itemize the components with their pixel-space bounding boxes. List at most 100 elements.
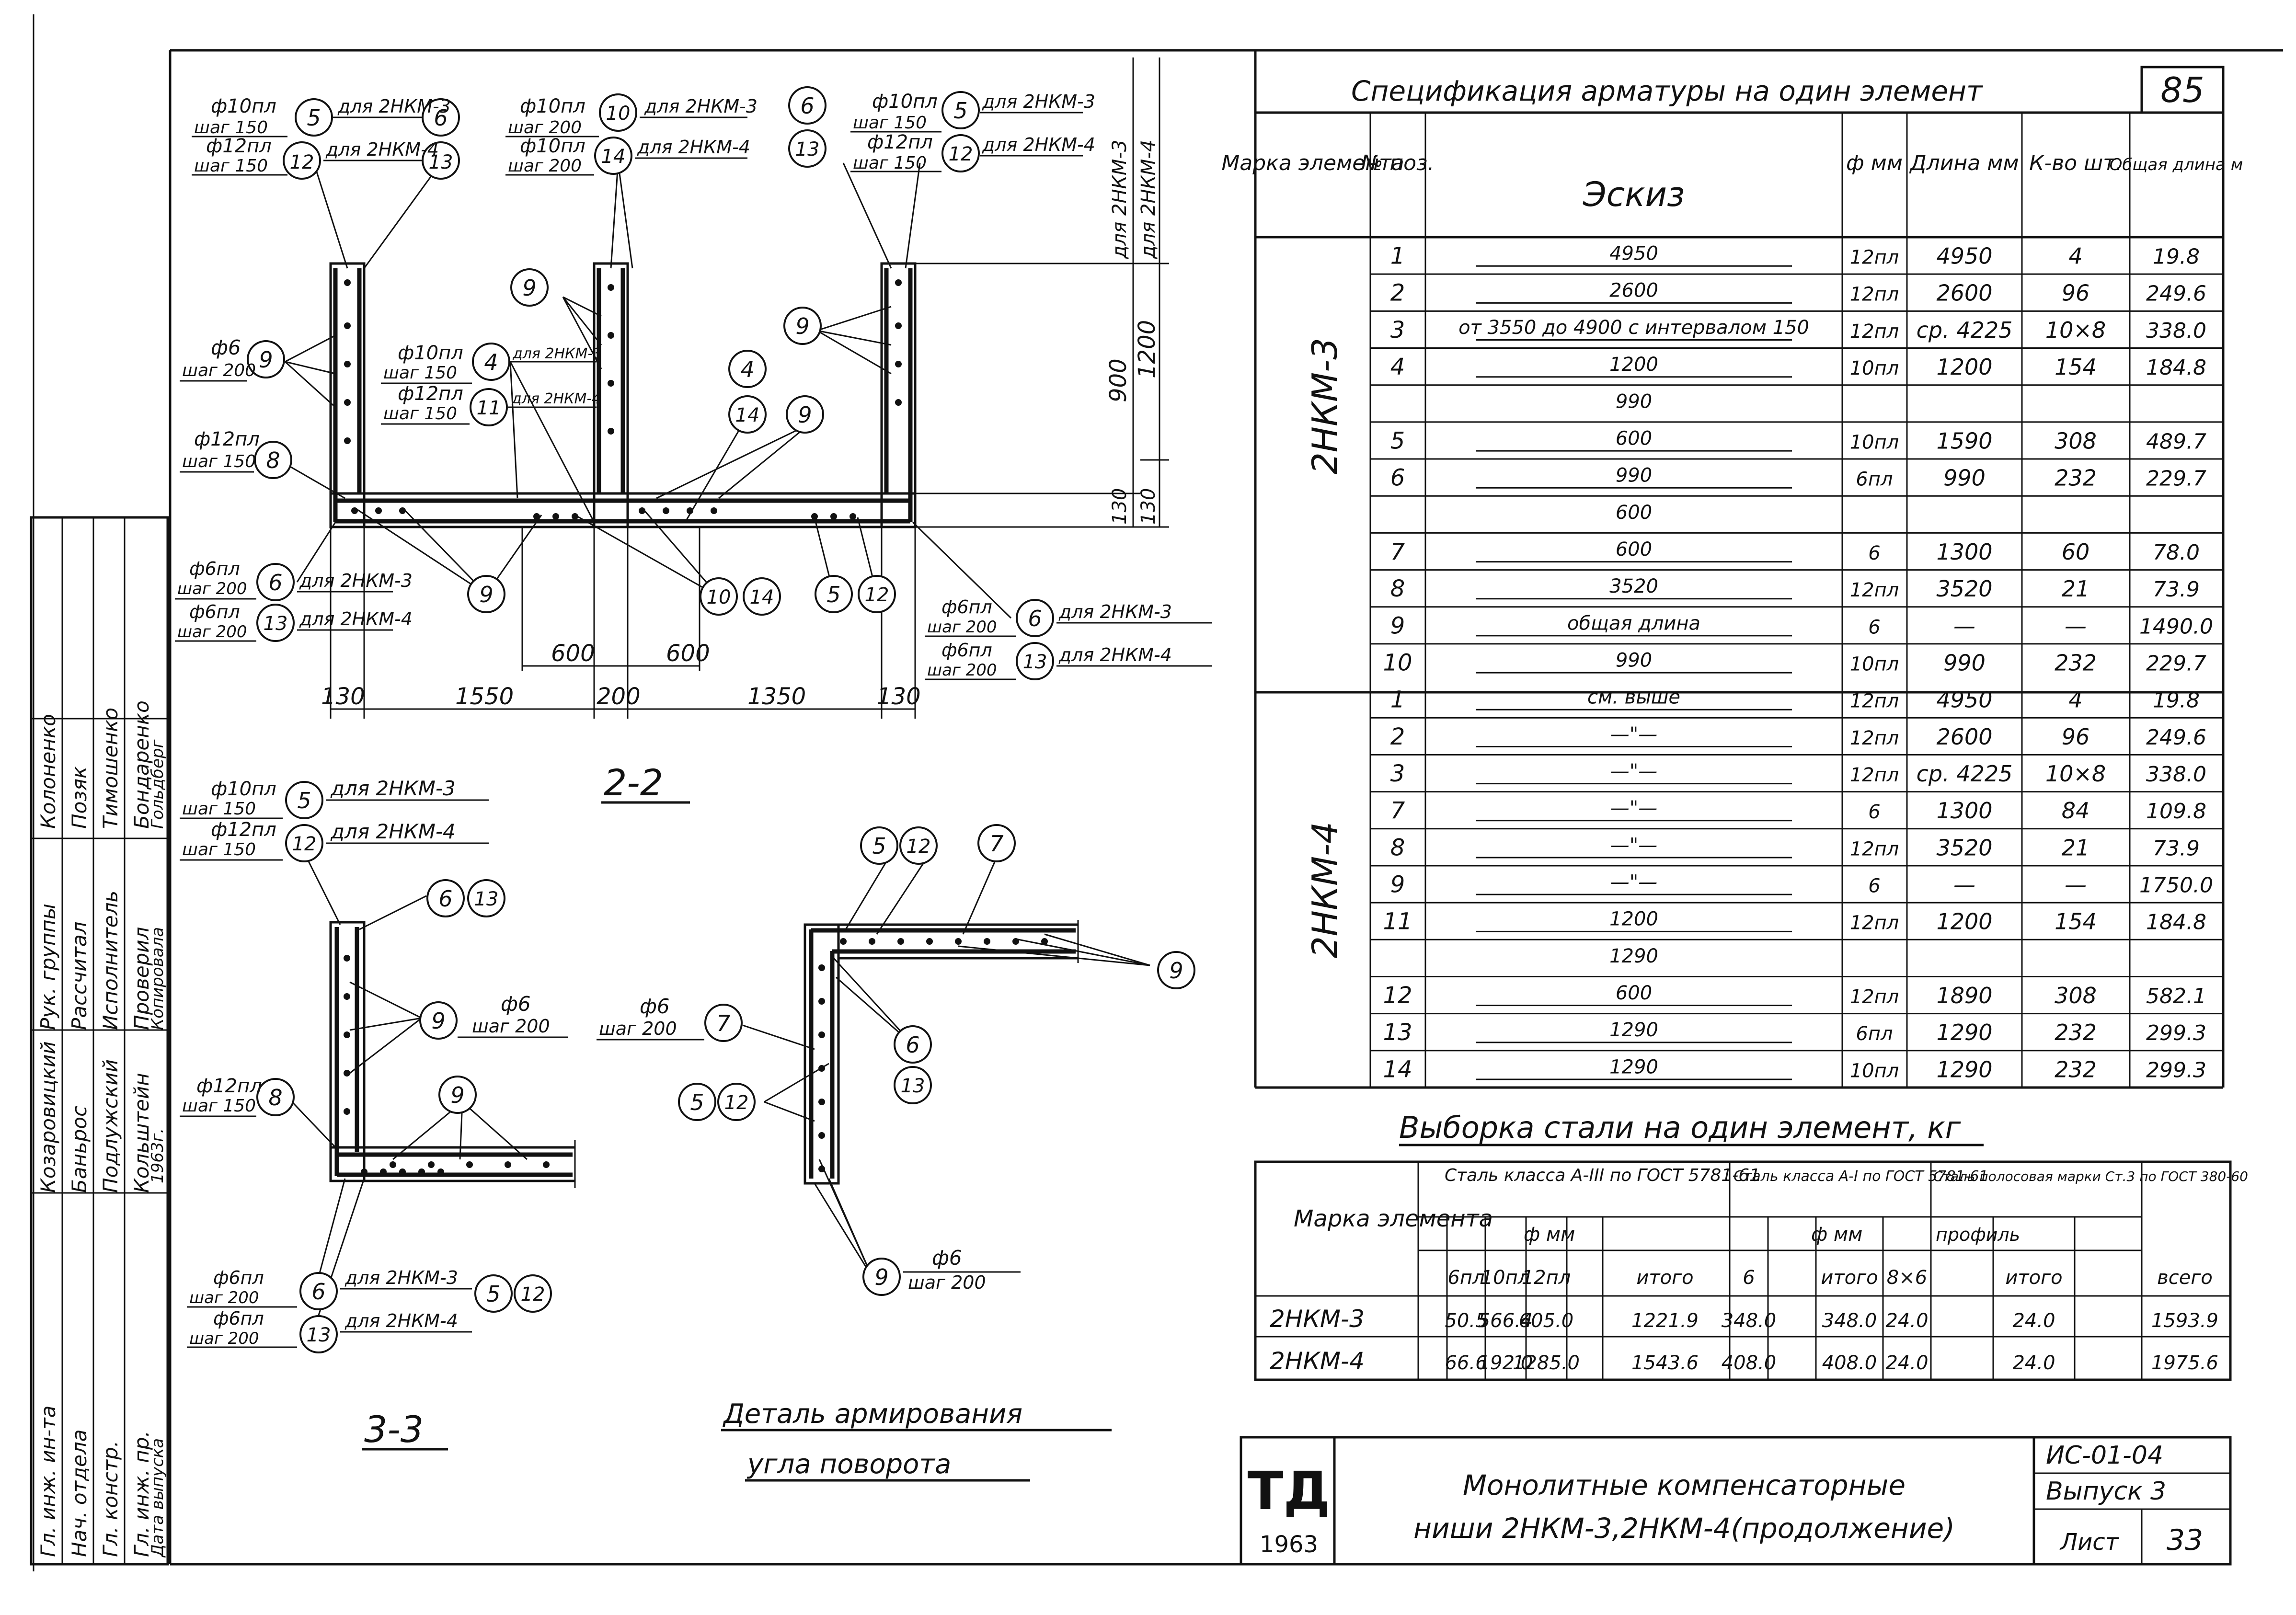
spec-cell-sketch: 600 — [1616, 427, 1652, 449]
signature-block: Гл. инж. ин-та Козаровицкий Рук. группы … — [30, 516, 169, 1566]
spec-h-sketch: Эскиз — [1583, 175, 1685, 214]
dim-for-2nkm4: для 2НКМ-4 — [1137, 140, 1159, 259]
spec-cell-sketch: —"— — [1610, 723, 1657, 745]
spec-cell-sketch: 990 — [1616, 390, 1652, 412]
sig-date-label: Дата выпуска — [148, 1438, 167, 1558]
sig-role-9: Копировала — [148, 927, 167, 1030]
spec-cell-pos: 9 — [1390, 612, 1405, 639]
svg-text:9: 9 — [874, 1264, 888, 1290]
spec-cell-count: 308 — [2055, 983, 2097, 1008]
dim-130-left: 130 — [321, 683, 365, 710]
svg-text:7: 7 — [989, 831, 1003, 857]
spec-cell-total: 109.8 — [2146, 799, 2206, 824]
spec-cell-total: 73.9 — [2153, 836, 2200, 860]
svg-text:шаг 200: шаг 200 — [182, 361, 256, 380]
svg-text:ф6пл: ф6пл — [189, 601, 240, 622]
spec-cell-length: — — [1953, 613, 1975, 639]
sig-name-8: Бондаренко — [130, 700, 153, 829]
steel-subheader: 6пл — [1447, 1267, 1484, 1289]
detail-title-line2: угла поворота — [746, 1449, 951, 1480]
spec-cell-pos: 1 — [1390, 687, 1405, 713]
svg-text:6: 6 — [438, 886, 452, 912]
logo-year: 1963 — [1260, 1531, 1318, 1558]
svg-text:4: 4 — [484, 349, 498, 375]
spec-cell-length: 1890 — [1936, 983, 1992, 1008]
spec-h-count: К-во шт. — [2029, 151, 2122, 175]
svg-text:13: 13 — [795, 138, 820, 160]
dim-for-2nkm3: для 2НКМ-3 — [1109, 140, 1131, 259]
dim-200: 200 — [597, 683, 641, 710]
spec-cell-sketch: —"— — [1610, 760, 1657, 782]
section-3-3-label: 3-3 — [364, 1408, 424, 1451]
svg-text:для 2НКМ-4: для 2НКМ-4 — [299, 608, 413, 630]
sig-role-4: Гл. инж. пр. — [130, 1431, 153, 1557]
svg-text:шаг 150: шаг 150 — [182, 452, 256, 471]
spec-cell-total: 19.8 — [2153, 688, 2200, 713]
svg-text:6: 6 — [268, 570, 282, 596]
sig-role-6: Рассчитал — [68, 922, 91, 1030]
spec-cell-length: 1200 — [1936, 909, 1992, 935]
spec-cell-total: 338.0 — [2146, 319, 2206, 343]
sig-role-2: Нач. отдела — [68, 1430, 91, 1557]
svg-text:шаг 200: шаг 200 — [472, 1016, 550, 1037]
spec-cell-count: 232 — [2055, 1056, 2097, 1082]
spec-cell-pos: 8 — [1390, 575, 1405, 602]
dim-130-v1: 130 — [1109, 488, 1131, 525]
svg-text:ф12пл: ф12пл — [206, 135, 272, 157]
spec-cell-length: 2600 — [1936, 724, 1992, 750]
spec-cell-dia: 6 — [1868, 616, 1880, 638]
spec-group-2nkm3: 2НКМ-3 — [1305, 338, 1345, 474]
sig-name-9: Гольдберг — [148, 739, 167, 829]
spec-cell-length: 1290 — [1936, 1056, 1992, 1082]
spec-cell-pos: 6 — [1390, 465, 1405, 492]
spec-cell-total: 78.0 — [2153, 540, 2200, 565]
spec-cell-total: 19.8 — [2153, 245, 2200, 269]
spec-cell-dia: 12пл — [1850, 912, 1899, 934]
spec-cell-total: 249.6 — [2146, 282, 2206, 306]
spec-cell-sketch: от 3550 до 4900 с интервалом 150 — [1458, 317, 1809, 339]
steel-cell: 1221.9 — [1631, 1310, 1699, 1332]
steel-dmm1: ф мм — [1524, 1224, 1575, 1246]
spec-cell-pos: 7 — [1390, 797, 1405, 824]
svg-text:ф12пл: ф12пл — [867, 131, 933, 153]
spec-cell-pos: 13 — [1383, 1019, 1412, 1046]
spec-cell-pos: 8 — [1390, 834, 1405, 861]
svg-text:шаг 150: шаг 150 — [853, 113, 927, 133]
svg-text:ф12пл: ф12пл — [196, 1075, 262, 1097]
svg-text:ф10пл: ф10пл — [520, 95, 585, 117]
steel-cell: 24.0 — [2012, 1310, 2055, 1332]
svg-text:ф10пл: ф10пл — [211, 778, 276, 800]
spec-h-total: Общая длина м — [2110, 155, 2243, 174]
spec-cell-total: 249.6 — [2146, 725, 2206, 750]
steel-cls3: Сталь класса А-III по ГОСТ 5781-61 — [1445, 1166, 1760, 1185]
steel-title: Выборка стали на один элемент, кг — [1399, 1110, 1961, 1145]
sig-role-7: Исполнитель — [99, 891, 122, 1030]
svg-text:для 2НКМ-3: для 2НКМ-3 — [982, 91, 1095, 112]
spec-h-mark: Марка элемента — [1221, 151, 1404, 175]
steel-subheader: 8×6 — [1887, 1267, 1927, 1289]
sig-name-6: Позяк — [68, 766, 91, 829]
svg-text:12: 12 — [521, 1283, 545, 1306]
sig-name-7: Тимошенко — [99, 708, 122, 829]
svg-text:шаг 200: шаг 200 — [508, 156, 582, 176]
spec-cell-count: 232 — [2055, 1019, 2097, 1045]
steel-cell: 408.0 — [1822, 1352, 1877, 1374]
spec-cell-count: 232 — [2055, 465, 2097, 491]
svg-text:ф6: ф6 — [640, 995, 670, 1018]
svg-text:ф6пл: ф6пл — [941, 596, 992, 618]
steel-cell: 1593.9 — [2151, 1310, 2218, 1332]
spec-cell-dia: 10пл — [1850, 357, 1899, 379]
steel-prof: Сталь полосовая марки Ст.3 по ГОСТ 380-6… — [1933, 1168, 2248, 1184]
sheet-code: ИС-01-04 — [2046, 1441, 2163, 1470]
steel-subheader: 10пл — [1481, 1267, 1530, 1289]
sig-name-3: Подлужский — [99, 1059, 122, 1193]
spec-h-dia: ф мм — [1846, 151, 1903, 175]
spec-cell-sketch: 1200 — [1609, 908, 1658, 930]
svg-text:ф12пл: ф12пл — [194, 428, 260, 450]
svg-text:5: 5 — [953, 98, 967, 124]
svg-text:для 2НКМ-3: для 2НКМ-3 — [330, 777, 456, 800]
svg-text:для 2НКМ-4: для 2НКМ-4 — [330, 820, 456, 843]
sheet-frame — [33, 14, 2283, 1571]
svg-text:9: 9 — [479, 582, 493, 607]
